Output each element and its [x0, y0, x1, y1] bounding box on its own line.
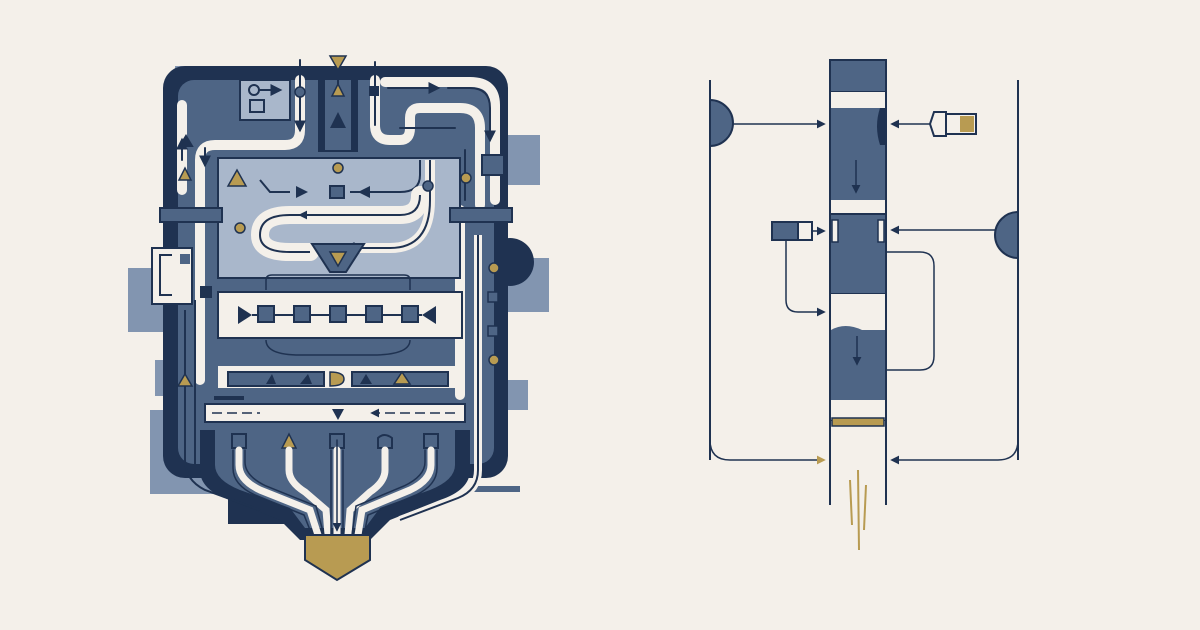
emitter — [890, 111, 977, 137]
side-connectors — [159, 86, 513, 223]
side-block — [771, 221, 826, 317]
output-lines — [849, 469, 867, 551]
bottom-gate — [831, 417, 885, 427]
top-inlet — [318, 55, 358, 152]
return-lines — [709, 439, 1019, 465]
feedback-loop — [886, 251, 935, 371]
distribution-bus — [217, 274, 463, 356]
left-wiring — [176, 134, 261, 511]
right-port — [890, 210, 1019, 260]
inlet-triangle-icon — [328, 55, 348, 72]
left-switch — [151, 247, 212, 305]
left-port — [709, 98, 826, 148]
input-switch — [239, 79, 291, 121]
left-machine-diagram — [128, 55, 549, 582]
output-nozzle — [304, 534, 371, 582]
indicator-strip — [218, 366, 462, 388]
funnel-valve — [310, 243, 366, 273]
collector-bus — [204, 396, 466, 423]
right-column-diagram — [709, 59, 1019, 551]
column-stack — [829, 59, 887, 421]
right-wiring — [398, 235, 500, 524]
outlet-channels — [232, 439, 438, 539]
warning-triangle-icon — [226, 168, 248, 187]
